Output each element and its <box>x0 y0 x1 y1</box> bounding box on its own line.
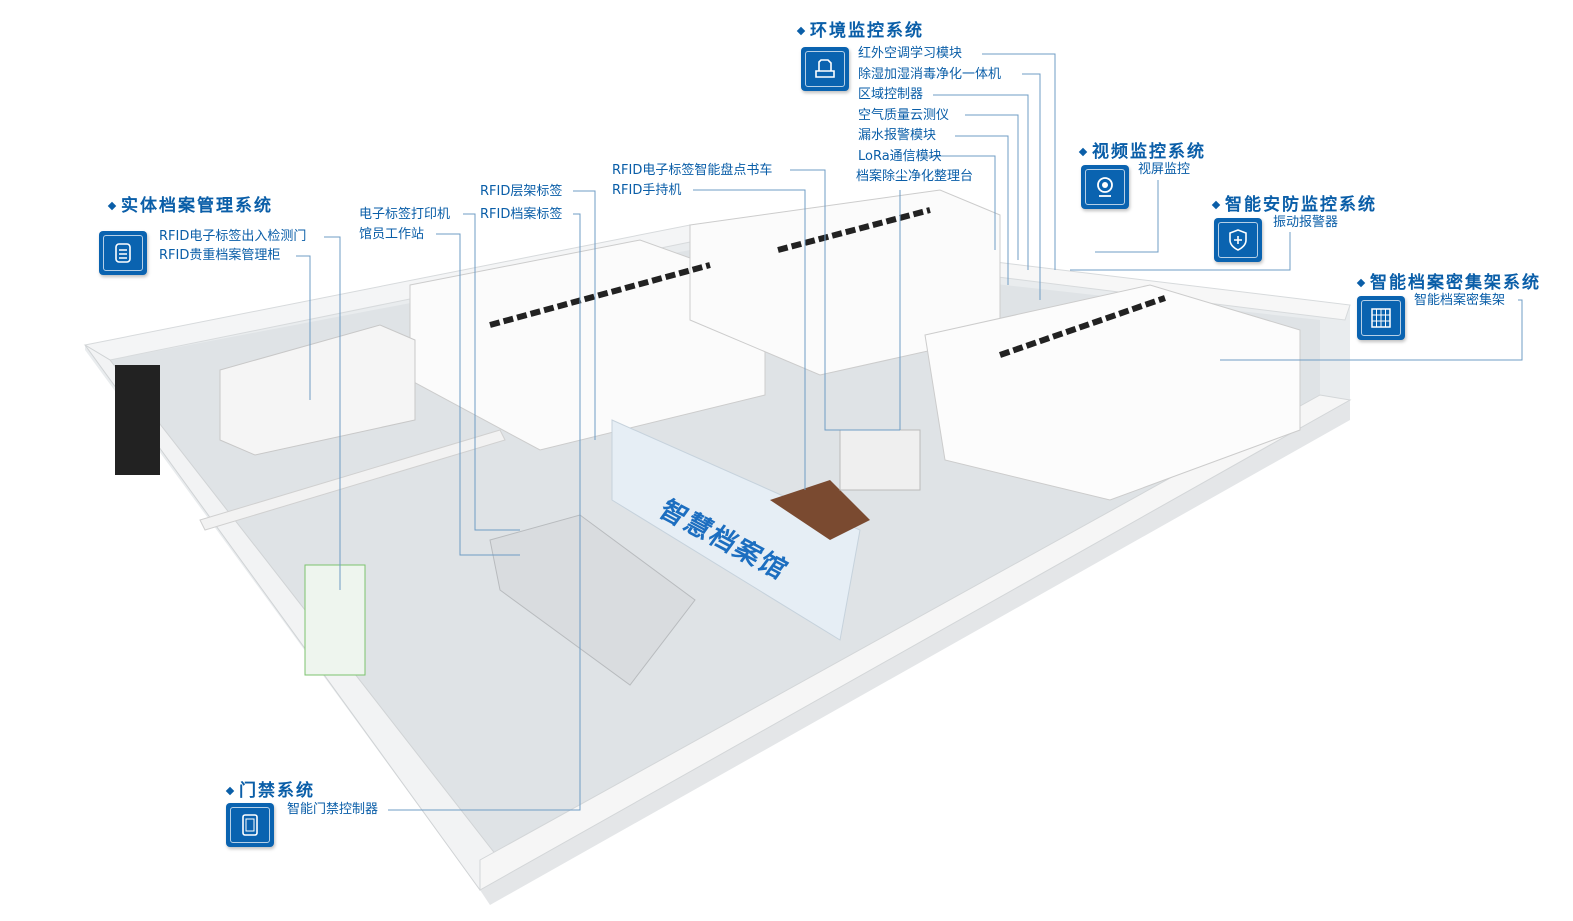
device-label: RFID手持机 <box>612 183 682 198</box>
physical-system-title: 实体档案管理系统 <box>107 191 273 216</box>
compact-shelving <box>409 189 1301 501</box>
physical-item: RFID电子标签出入检测门 <box>159 229 307 244</box>
env-item: 空气质量云测仪 <box>858 108 950 123</box>
security-item: 振动报警器 <box>1273 215 1339 230</box>
printer-icon <box>801 47 849 91</box>
env-item: 红外空调学习模块 <box>858 46 963 61</box>
env-item: 除湿加湿消毒净化一体机 <box>858 67 1002 82</box>
shield-plus-icon <box>1214 218 1262 262</box>
device-label: 电子标签打印机 <box>359 207 451 222</box>
door-icon <box>226 803 274 847</box>
video-system-title: 视频监控系统 <box>1078 137 1206 162</box>
device-label: RFID档案标签 <box>480 207 563 222</box>
device-label: RFID层架标签 <box>480 184 563 199</box>
device-label: 馆员工作站 <box>359 227 425 242</box>
video-item: 视屏监控 <box>1138 162 1191 177</box>
physical-item: RFID贵重档案管理柜 <box>159 248 281 263</box>
title-text: 视频监控系统 <box>1092 142 1206 162</box>
title-text: 环境监控系统 <box>810 21 924 41</box>
title-text: 实体档案管理系统 <box>121 196 273 216</box>
device-label: RFID电子标签智能盘点书车 <box>612 163 773 178</box>
shelving-item: 智能档案密集架 <box>1414 293 1506 308</box>
env-item: 档案除尘净化整理台 <box>856 169 974 184</box>
environment-system-title: 环境监控系统 <box>796 16 924 41</box>
webcam-icon <box>1081 165 1129 209</box>
security-system-title: 智能安防监控系统 <box>1211 190 1377 215</box>
document-list-icon <box>99 231 147 275</box>
leader-lines <box>296 53 1523 811</box>
env-item: 区域控制器 <box>858 87 924 102</box>
title-text: 智能安防监控系统 <box>1225 195 1377 215</box>
title-text: 智能档案密集架系统 <box>1370 273 1541 293</box>
access-system-title: 门禁系统 <box>225 776 315 801</box>
env-item: 漏水报警模块 <box>858 128 937 143</box>
title-text: 门禁系统 <box>239 781 315 801</box>
shelving-system-title: 智能档案密集架系统 <box>1356 268 1541 293</box>
shelf-icon <box>1357 296 1405 340</box>
env-item: LoRa通信模块 <box>858 149 942 164</box>
access-item: 智能门禁控制器 <box>287 802 379 817</box>
